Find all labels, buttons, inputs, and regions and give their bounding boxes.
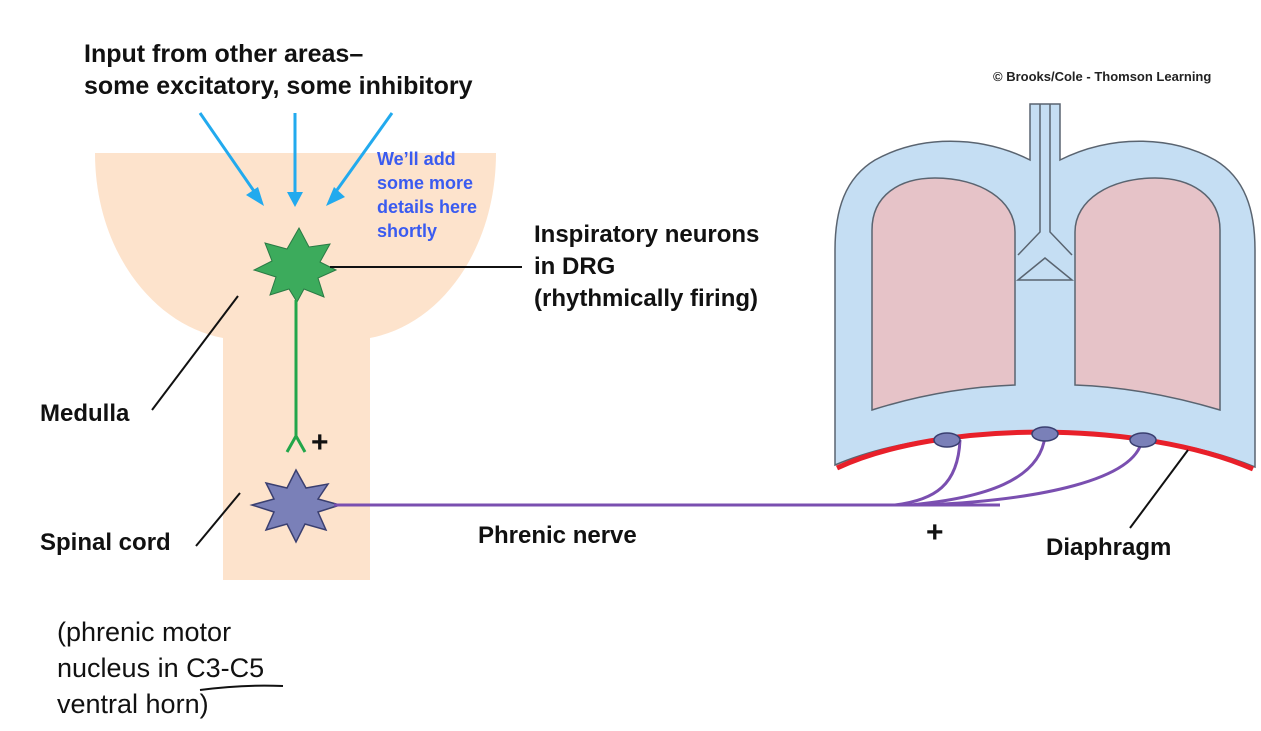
handwritten-note: (phrenic motor nucleus in C3-C5 ventral … xyxy=(57,614,264,722)
note-line1: We’ll add xyxy=(377,149,456,169)
copyright-credit: © Brooks/Cole - Thomson Learning xyxy=(993,69,1212,84)
handwritten-underline xyxy=(199,684,284,691)
phrenic-nerve-branches xyxy=(894,435,1144,507)
trachea xyxy=(1017,104,1073,256)
input-label-line2: some excitatory, some inhibitory xyxy=(84,72,473,100)
synapse-plus-sign: + xyxy=(311,426,329,459)
input-label: Input from other areas– some excitatory,… xyxy=(84,38,473,102)
left-lung xyxy=(871,177,1016,412)
spinal-cord-label: Spinal cord xyxy=(40,529,171,556)
note-label: We’ll add some more details here shortly xyxy=(377,147,477,243)
note-line3: details here xyxy=(377,197,478,217)
spinal-pointer-line xyxy=(195,492,241,547)
input-arrows xyxy=(198,112,394,198)
medulla-pointer-line xyxy=(151,295,239,411)
diaphragm-label: Diaphragm xyxy=(1046,534,1172,561)
note-line4: shortly xyxy=(377,221,438,241)
medulla-label: Medulla xyxy=(40,400,130,427)
mediastinum xyxy=(1015,257,1075,281)
drg-label-line1: Inspiratory neurons xyxy=(534,221,760,248)
handnote-line3: ventral horn) xyxy=(57,689,209,719)
input-arrowheads xyxy=(246,187,345,207)
note-line2: some more xyxy=(377,173,474,193)
right-lung xyxy=(1074,177,1221,412)
axon-terminal xyxy=(285,435,307,453)
input-label-line1: Input from other areas– xyxy=(84,40,364,68)
diaphragm-pointer-line xyxy=(1129,449,1189,529)
drg-label-line2: in DRG xyxy=(534,253,616,280)
neuromuscular-junctions xyxy=(933,426,1157,448)
nerve-plus-sign: + xyxy=(926,516,944,549)
phrenic-nerve-label: Phrenic nerve xyxy=(478,522,637,549)
drg-label: Inspiratory neurons in DRG (rhythmically… xyxy=(534,219,759,315)
phrenic-motor-neuron xyxy=(249,468,343,544)
handnote-line2: nucleus in C3-C5 xyxy=(57,653,265,683)
handnote-line1: (phrenic motor xyxy=(57,617,232,647)
drg-label-line3: (rhythmically firing) xyxy=(534,285,759,312)
